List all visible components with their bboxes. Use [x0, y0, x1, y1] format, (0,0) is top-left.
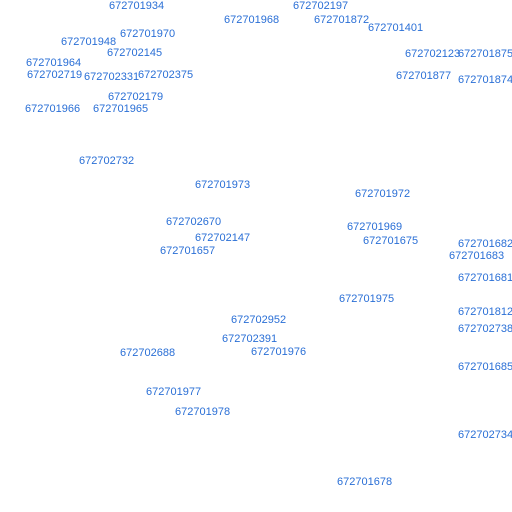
map-feature-label[interactable]: 672701675: [363, 235, 419, 247]
map-feature-label[interactable]: 672701978: [175, 406, 231, 418]
map-feature-label[interactable]: 672701975: [339, 293, 395, 305]
map-feature-label[interactable]: 672701965: [93, 103, 149, 115]
map-feature-label[interactable]: 672701973: [195, 179, 251, 191]
map-feature-label[interactable]: 672701812: [458, 306, 512, 318]
map-feature-label[interactable]: 672701969: [347, 221, 403, 233]
map-feature-label[interactable]: 672702147: [195, 232, 251, 244]
map-feature-label[interactable]: 672701683: [449, 250, 505, 262]
map-feature-label[interactable]: 672701977: [146, 386, 202, 398]
map-feature-label[interactable]: 672702145: [107, 47, 163, 59]
map-feature-label[interactable]: 672701877: [396, 70, 452, 82]
map-feature-label[interactable]: 672701682: [458, 238, 512, 250]
map-feature-label[interactable]: 672701874: [458, 74, 512, 86]
map-feature-label[interactable]: 672702952: [231, 314, 287, 326]
map-feature-label[interactable]: 672702331: [84, 71, 140, 83]
map-feature-label[interactable]: 672702738: [458, 323, 512, 335]
map-feature-label[interactable]: 672701678: [337, 476, 393, 488]
map-feature-label[interactable]: 672701968: [224, 14, 280, 26]
map-feature-label[interactable]: 672702197: [293, 0, 349, 12]
map-feature-label[interactable]: 672701872: [314, 14, 370, 26]
map-feature-label[interactable]: 672701948: [61, 36, 117, 48]
map-feature-label[interactable]: 672701934: [109, 0, 165, 12]
map-feature-label[interactable]: 672701657: [160, 245, 216, 257]
map-feature-label[interactable]: 672701976: [251, 346, 307, 358]
map-feature-label[interactable]: 672702670: [166, 216, 222, 228]
map-feature-label[interactable]: 672701681: [458, 272, 512, 284]
map-feature-label[interactable]: 672702734: [458, 429, 512, 441]
map-feature-label[interactable]: 672702375: [138, 69, 194, 81]
map-feature-label[interactable]: 672701964: [26, 57, 82, 69]
map-feature-label[interactable]: 672702179: [108, 91, 164, 103]
map-feature-label[interactable]: 672702688: [120, 347, 176, 359]
map-feature-label[interactable]: 672701685: [458, 361, 512, 373]
map-feature-label[interactable]: 672702732: [79, 155, 135, 167]
map-feature-label[interactable]: 672702123: [405, 48, 461, 60]
map-feature-label[interactable]: 672701966: [25, 103, 81, 115]
map-feature-label[interactable]: 672701970: [120, 28, 176, 40]
map-feature-label[interactable]: 672701401: [368, 22, 424, 34]
map-feature-label[interactable]: 672701875: [458, 48, 512, 60]
map-feature-label[interactable]: 672702719: [27, 69, 83, 81]
map-feature-label[interactable]: 672701972: [355, 188, 411, 200]
map-feature-label[interactable]: 672702391: [222, 333, 278, 345]
